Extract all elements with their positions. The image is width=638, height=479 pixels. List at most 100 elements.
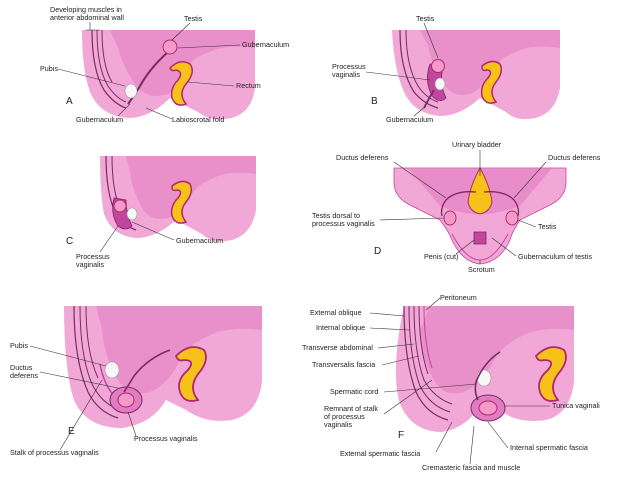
label-b-gubernaculum: Gubernaculum (386, 115, 433, 124)
panel-f: F Peritoneum External oblique Internal o… (302, 293, 600, 472)
label-f-remnant-3: vaginalis (324, 420, 352, 429)
label-c-processus-2: vaginalis (76, 260, 104, 269)
label-d-testis: Testis (538, 222, 557, 231)
panel-e-rectum (174, 346, 207, 402)
label-d-testis-dorsal-2: processus vaginalis (312, 219, 375, 228)
label-d-ductus-right: Ductus deferens (548, 153, 601, 162)
panel-f-cavity (420, 306, 574, 394)
label-a-labioscrotal: Labioscrotal fold (172, 115, 224, 124)
panel-f-testis (478, 400, 498, 416)
panel-a-muscle-wall-3 (101, 29, 113, 83)
label-a-muscles-2: anterior abdominal wall (50, 13, 124, 22)
panel-a-testis (162, 39, 178, 55)
label-e-stalk: Stalk of processus vaginalis (10, 448, 99, 457)
label-b-processus: Processus (332, 62, 366, 71)
leader-a-testis (171, 22, 191, 41)
panel-a-muscle-wall (91, 29, 127, 109)
panel-f-pubis (476, 369, 492, 387)
leader-f-peritoneum (425, 297, 441, 311)
panel-b-testis (431, 59, 445, 73)
label-d-bladder: Urinary bladder (452, 140, 502, 149)
panel-e-muscle-wall-2 (79, 305, 121, 411)
leader-d-gub-testis (491, 237, 517, 257)
label-c-gubernaculum: Gubernaculum (176, 236, 223, 245)
panel-f-layer-4 (418, 305, 429, 375)
label-a-testis: Testis (184, 14, 203, 23)
panel-b-pubis (434, 77, 446, 91)
label-a-muscles: Developing muscles in (50, 5, 122, 14)
panel-d-ductus-left (440, 191, 477, 217)
leader-f-remnant (383, 379, 433, 415)
panel-b: B Testis Processus vaginalis Gubernaculu… (332, 14, 560, 124)
leader-f-int-oblique (369, 327, 410, 331)
leader-d-testis (517, 219, 537, 228)
label-a-gubernaculum-right: Gubernaculum (242, 40, 289, 49)
label-d-testis-dorsal: Testis dorsal to (312, 211, 360, 220)
label-f-int-oblique: Internal oblique (316, 323, 365, 332)
leader-e-pubis (29, 345, 107, 367)
panel-a-gubernaculum-cord (127, 51, 169, 105)
label-f-ext-fascia: External spermatic fascia (340, 449, 420, 458)
label-e-processus: Processus vaginalis (134, 434, 198, 443)
panel-f-rectum (534, 346, 567, 402)
panel-e-letter: E (68, 426, 75, 437)
panel-e-muscle-wall (73, 305, 119, 419)
panel-c-rectum (170, 180, 193, 224)
leader-f-ext-fascia (435, 421, 453, 453)
label-f-transversalis: Transversalis fascia (312, 360, 375, 369)
panel-d-letter: D (374, 246, 381, 257)
leader-a-pubis (57, 68, 126, 87)
label-c-processus: Processus (76, 252, 110, 261)
panel-d: D Urinary bladder Ductus deferens Ductus… (312, 140, 601, 274)
panel-c-letter: C (66, 236, 73, 247)
panel-d-bladder (467, 166, 493, 215)
panel-f-spermatic-cord (474, 351, 501, 401)
panel-c-pubis (126, 207, 138, 221)
label-a-rectum: Rectum (236, 81, 261, 90)
label-e-pubis: Pubis (10, 341, 28, 350)
leader-d-penis (455, 239, 475, 255)
panel-b-muscle-wall (399, 29, 439, 109)
leader-f-cremasteric (469, 425, 475, 465)
label-d-scrotum: Scrotum (468, 265, 495, 274)
leader-d-ductus-left (393, 161, 447, 199)
label-f-cremasteric: Cremasteric fascia and muscle (422, 463, 520, 472)
panel-b-muscle-wall-2 (405, 29, 439, 103)
label-e-ductus: Ductus (10, 363, 33, 372)
panel-e-muscle-wall-3 (85, 305, 99, 379)
label-f-transverse: Transverse abdominal (302, 343, 373, 352)
label-f-peritoneum: Peritoneum (440, 293, 477, 302)
label-f-spermatic-cord: Spermatic cord (330, 387, 378, 396)
label-f-tunica: Tunica vaginali (552, 401, 600, 410)
panel-a-muscle-wall-2 (96, 29, 127, 103)
label-b-processus-2: vaginalis (332, 70, 360, 79)
leader-c-processus (99, 225, 119, 253)
leader-b-processus (365, 71, 431, 81)
panel-f-layer-1 (403, 305, 449, 421)
label-a-gubernaculum-bottom: Gubernaculum (76, 115, 123, 124)
leader-f-spermatic-cord (383, 383, 477, 393)
leader-c-gubernaculum (131, 221, 175, 241)
panel-e: E Pubis Ductus deferens Processus vagina… (10, 305, 262, 457)
panel-e-pubis (104, 361, 120, 379)
leader-d-ductus-right (513, 161, 547, 199)
leader-f-ext-oblique (369, 312, 405, 317)
panel-b-gubernaculum-cord (423, 89, 435, 109)
panel-b-letter: B (371, 96, 378, 107)
leader-f-transversalis (381, 355, 420, 366)
panel-f-letter: F (398, 430, 404, 441)
leader-e-stalk (59, 379, 103, 451)
panel-c: C Gubernaculum Processus vaginalis (66, 155, 256, 269)
label-a-pubis: Pubis (40, 64, 58, 73)
panel-c-testis (113, 199, 127, 213)
panel-f-layer-5 (423, 305, 433, 369)
leader-d-testis-dorsal (379, 217, 445, 221)
panel-e-testis (117, 392, 135, 408)
panel-f-layer-2 (408, 305, 451, 413)
leader-e-ductus (39, 371, 119, 389)
leader-a-rectum (187, 81, 235, 87)
panel-a: A Developing muscles in anterior abdomin… (40, 5, 289, 124)
panel-a-pubis (124, 83, 138, 99)
leader-a-gubernaculum-right (177, 44, 241, 49)
